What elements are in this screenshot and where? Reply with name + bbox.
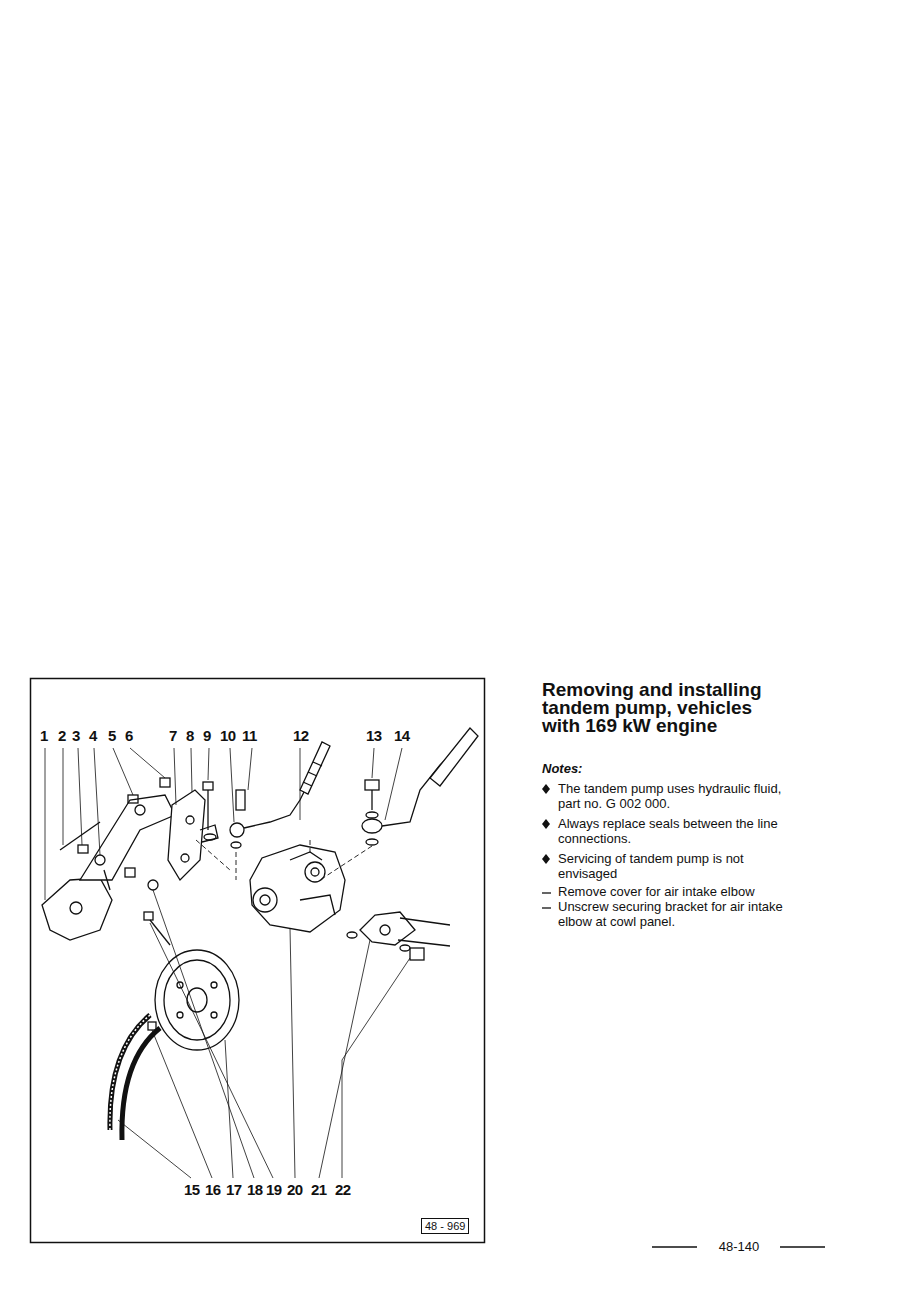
callout-number: 7 (169, 728, 177, 743)
page-number: 48-140 (719, 1240, 759, 1255)
bracket (42, 878, 112, 940)
callout-number: 14 (394, 728, 410, 743)
callout-number: 8 (186, 728, 194, 743)
callout-number: 12 (293, 728, 309, 743)
bracket (168, 790, 205, 880)
callout-number: 21 (311, 1182, 327, 1197)
callout-number: 1 (40, 728, 48, 743)
callout-number: 13 (366, 728, 382, 743)
note-text: Always replace seals between the line co… (558, 817, 798, 847)
callout-number: 5 (108, 728, 116, 743)
callout-number: 3 (72, 728, 80, 743)
callout-number: 19 (266, 1182, 282, 1197)
tandem-pump (250, 845, 345, 932)
figure-number: 48 - 969 (425, 1220, 465, 1232)
callout-number: 4 (89, 728, 97, 743)
callout-number: 17 (226, 1182, 242, 1197)
callout-number: 16 (205, 1182, 221, 1197)
callout-number: 10 (220, 728, 236, 743)
notes-heading: Notes: (542, 762, 782, 777)
step-text: Unscrew securing bracket for air intake … (558, 900, 798, 930)
callout-number: 15 (184, 1182, 200, 1197)
figure-number-box: 48 - 969 (421, 1218, 469, 1234)
figure-frame (31, 679, 485, 1243)
callout-number: 18 (247, 1182, 263, 1197)
page-title: Removing and installing tandem pump, veh… (542, 681, 792, 735)
callout-number: 2 (58, 728, 66, 743)
note-text: The tandem pump uses hydraulic fluid, pa… (558, 782, 798, 812)
callout-number: 6 (125, 728, 133, 743)
callout-number: 20 (287, 1182, 303, 1197)
note-text: Servicing of tandem pump is not envisage… (558, 852, 798, 882)
callout-number: 9 (203, 728, 211, 743)
step-text: Remove cover for air intake elbow (558, 885, 818, 900)
callout-number: 22 (335, 1182, 351, 1197)
pulley (155, 950, 239, 1050)
callout-number: 11 (242, 728, 257, 743)
bracket (80, 795, 175, 880)
